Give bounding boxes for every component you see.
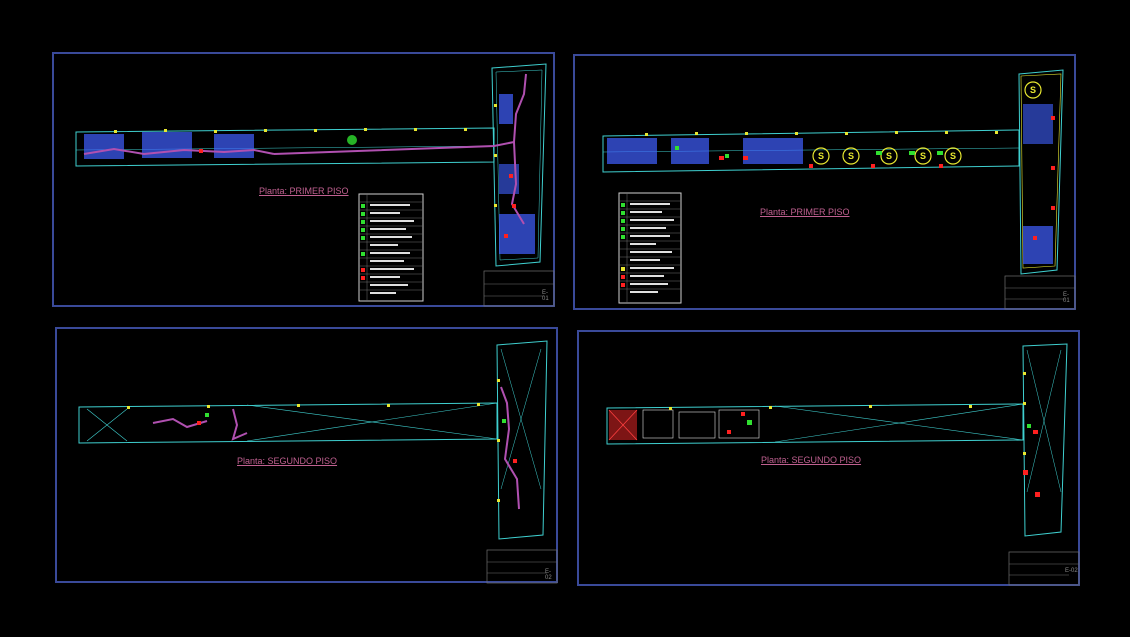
- svg-text:S: S: [886, 151, 892, 161]
- svg-text:S: S: [950, 151, 956, 161]
- svg-text:S: S: [848, 151, 854, 161]
- sheet-number: E-01: [1063, 292, 1070, 304]
- sheet-segundo-piso-right: Planta: SEGUNDO PISO E-02: [577, 330, 1080, 586]
- svg-text:S: S: [1030, 85, 1036, 95]
- floor-plan-drawing: S S S S S S: [602, 69, 1076, 310]
- sheet-primer-piso-right: S S S S S S: [573, 54, 1076, 310]
- floor-plan-drawing: [606, 343, 1080, 586]
- sheet-number: E-02: [1065, 568, 1078, 574]
- svg-text:S: S: [818, 151, 824, 161]
- sheet-caption: Planta: SEGUNDO PISO: [237, 456, 338, 466]
- svg-text:S: S: [920, 151, 926, 161]
- floor-plan-drawing: [78, 340, 558, 584]
- sheet-primer-piso-left: Planta: PRIMER PISO E-01: [52, 52, 555, 307]
- sheet-caption: Planta: PRIMER PISO: [259, 186, 349, 196]
- floor-plan-drawing: [75, 63, 555, 307]
- sheet-caption: Planta: PRIMER PISO: [760, 207, 850, 217]
- sheet-segundo-piso-left: Planta: SEGUNDO PISO E-02: [55, 327, 558, 584]
- sheet-caption: Planta: SEGUNDO PISO: [761, 455, 862, 465]
- sheet-number: E-02: [545, 569, 552, 581]
- sheet-number: E-01: [542, 290, 549, 302]
